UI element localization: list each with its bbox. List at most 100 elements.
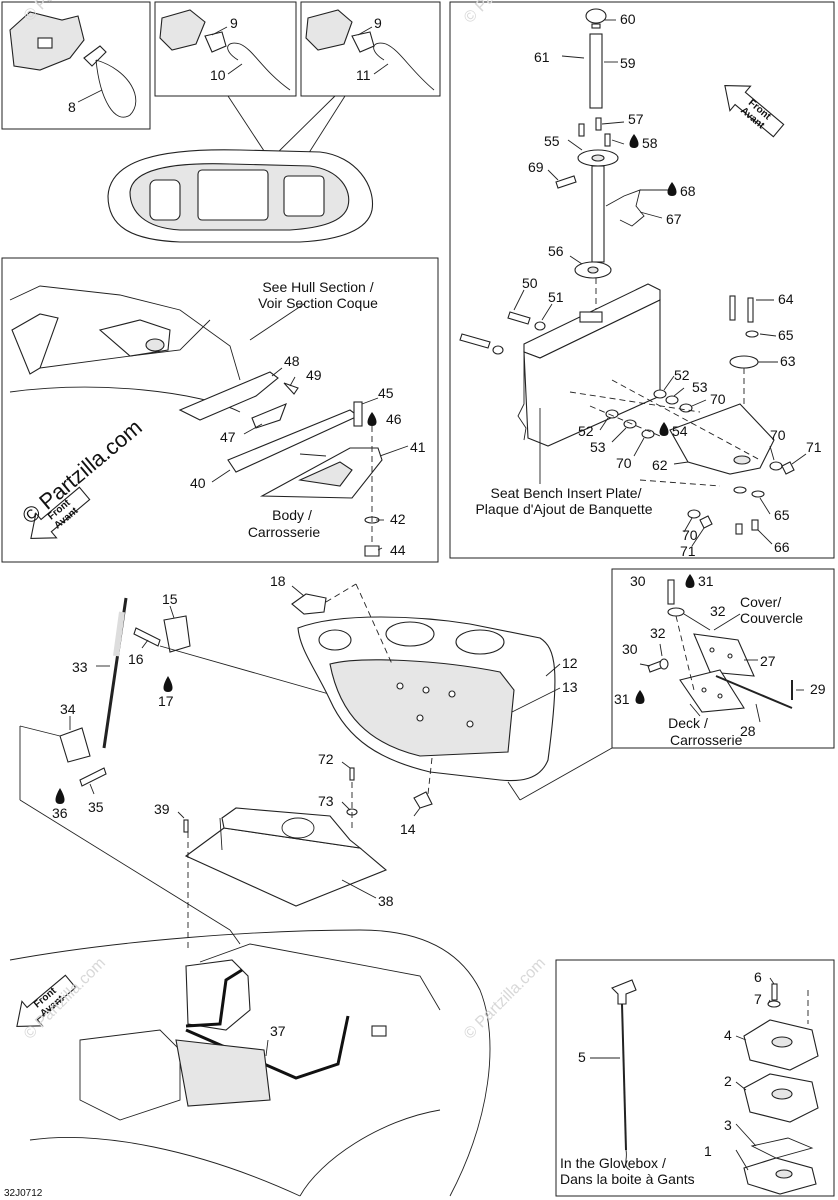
strap-buckle	[83, 45, 107, 67]
washer-52a	[653, 389, 667, 399]
screw-16	[133, 627, 161, 647]
base-1-hole	[775, 1169, 793, 1179]
callout-2: 2	[724, 1073, 732, 1089]
rod-59	[589, 33, 603, 109]
leader-65b	[759, 497, 771, 515]
nut-71a	[781, 461, 795, 475]
leader-39	[177, 811, 185, 819]
screw-35	[79, 767, 107, 787]
leader-37-pointer	[229, 929, 241, 945]
leader-3	[735, 1123, 757, 1147]
flange-56-hole	[587, 266, 599, 274]
callout-47: 47	[220, 429, 236, 445]
callout-70: 70	[710, 391, 726, 407]
hinge-27-upper	[693, 633, 755, 677]
washer-53b	[623, 419, 637, 429]
leader-6	[769, 977, 775, 985]
leader-cover-seat-a	[519, 747, 613, 801]
leader-51	[541, 303, 553, 321]
callout-52: 52	[674, 367, 690, 383]
leader-8	[77, 89, 103, 103]
seat-cushion-b	[385, 621, 435, 647]
tray-38-back	[221, 807, 362, 849]
bracket-slot	[37, 37, 53, 49]
callout-6: 6	[754, 969, 762, 985]
callout-69: 69	[528, 159, 544, 175]
caption-body-1: Body /	[272, 507, 312, 523]
leader-53b	[611, 427, 627, 443]
bracket-34	[59, 727, 91, 763]
axis-latch-b	[355, 583, 393, 665]
seal-37-left	[185, 968, 243, 1028]
leader-12	[545, 663, 561, 677]
leader-53a	[673, 387, 685, 397]
hull-lower-curve	[29, 1137, 301, 1197]
callout-66: 66	[774, 539, 790, 555]
figure-code: 32J0712	[4, 1188, 43, 1199]
leader-deck	[689, 703, 701, 717]
pin-28	[715, 675, 793, 709]
gas-spring-33-body	[113, 611, 125, 657]
tray-38-detail	[281, 817, 315, 839]
drop-icon-36	[55, 788, 65, 804]
plate-41-recess	[298, 461, 353, 487]
plate-mount	[579, 311, 603, 323]
callout-3: 3	[724, 1117, 732, 1133]
cable-tie-11	[373, 42, 435, 91]
leader-56	[569, 255, 583, 265]
washer-65-upper	[745, 330, 759, 338]
callout-70: 70	[616, 455, 632, 471]
callout-60: 60	[620, 11, 636, 27]
callout-53: 53	[590, 439, 606, 455]
hull-lower-curve-b	[299, 1109, 441, 1197]
leader-9a	[211, 26, 228, 36]
plate-lip	[517, 352, 527, 441]
tray-38-side	[219, 817, 223, 851]
leader-72	[341, 761, 351, 769]
leader-55	[567, 139, 583, 151]
callout-54: 54	[672, 423, 688, 439]
callout-73: 73	[318, 793, 334, 809]
callout-49: 49	[306, 367, 322, 383]
leader-49	[289, 376, 296, 387]
watermark-faint: © Partzilla.com	[21, 955, 109, 1043]
leader-16	[141, 639, 149, 649]
callout-56: 56	[548, 243, 564, 259]
axis-latch-a	[325, 583, 357, 603]
callout-34: 34	[60, 701, 76, 717]
drop-icon-54	[659, 422, 669, 436]
callout-30: 30	[630, 573, 646, 589]
callout-50: 50	[522, 275, 538, 291]
leader-cover	[713, 613, 741, 631]
callout-51: 51	[548, 289, 564, 305]
seat-base-13	[329, 659, 515, 757]
cable-5-end	[625, 1149, 631, 1171]
hull-lower-outline	[9, 929, 491, 1197]
leader-71b	[691, 527, 705, 547]
hinge-hole-a	[709, 647, 715, 653]
flange-63	[729, 355, 759, 369]
bracket-62-hole	[733, 455, 751, 465]
leader-30-side	[639, 663, 651, 667]
washer-51-upper	[534, 321, 546, 331]
callout-53: 53	[692, 379, 708, 395]
washer-65-lower-b	[751, 490, 765, 498]
callout-68: 68	[680, 183, 696, 199]
callout-64: 64	[778, 291, 794, 307]
leader-70a	[691, 399, 707, 407]
hull-footwell	[79, 1029, 181, 1121]
leader-48	[271, 367, 283, 377]
callout-8: 8	[68, 99, 76, 115]
axis-bumper	[427, 757, 433, 795]
callout-59: 59	[620, 55, 636, 71]
cable-5	[621, 1003, 627, 1151]
callout-28: 28	[740, 723, 756, 739]
callout-9: 9	[230, 15, 238, 31]
pin-69	[555, 175, 577, 189]
seat-hole-d	[416, 714, 424, 722]
hull-lower-rim	[199, 943, 441, 1011]
callout-14: 14	[400, 821, 416, 837]
callout-70: 70	[682, 527, 698, 543]
mount-2-hole	[771, 1088, 793, 1100]
leader-45	[361, 397, 379, 405]
